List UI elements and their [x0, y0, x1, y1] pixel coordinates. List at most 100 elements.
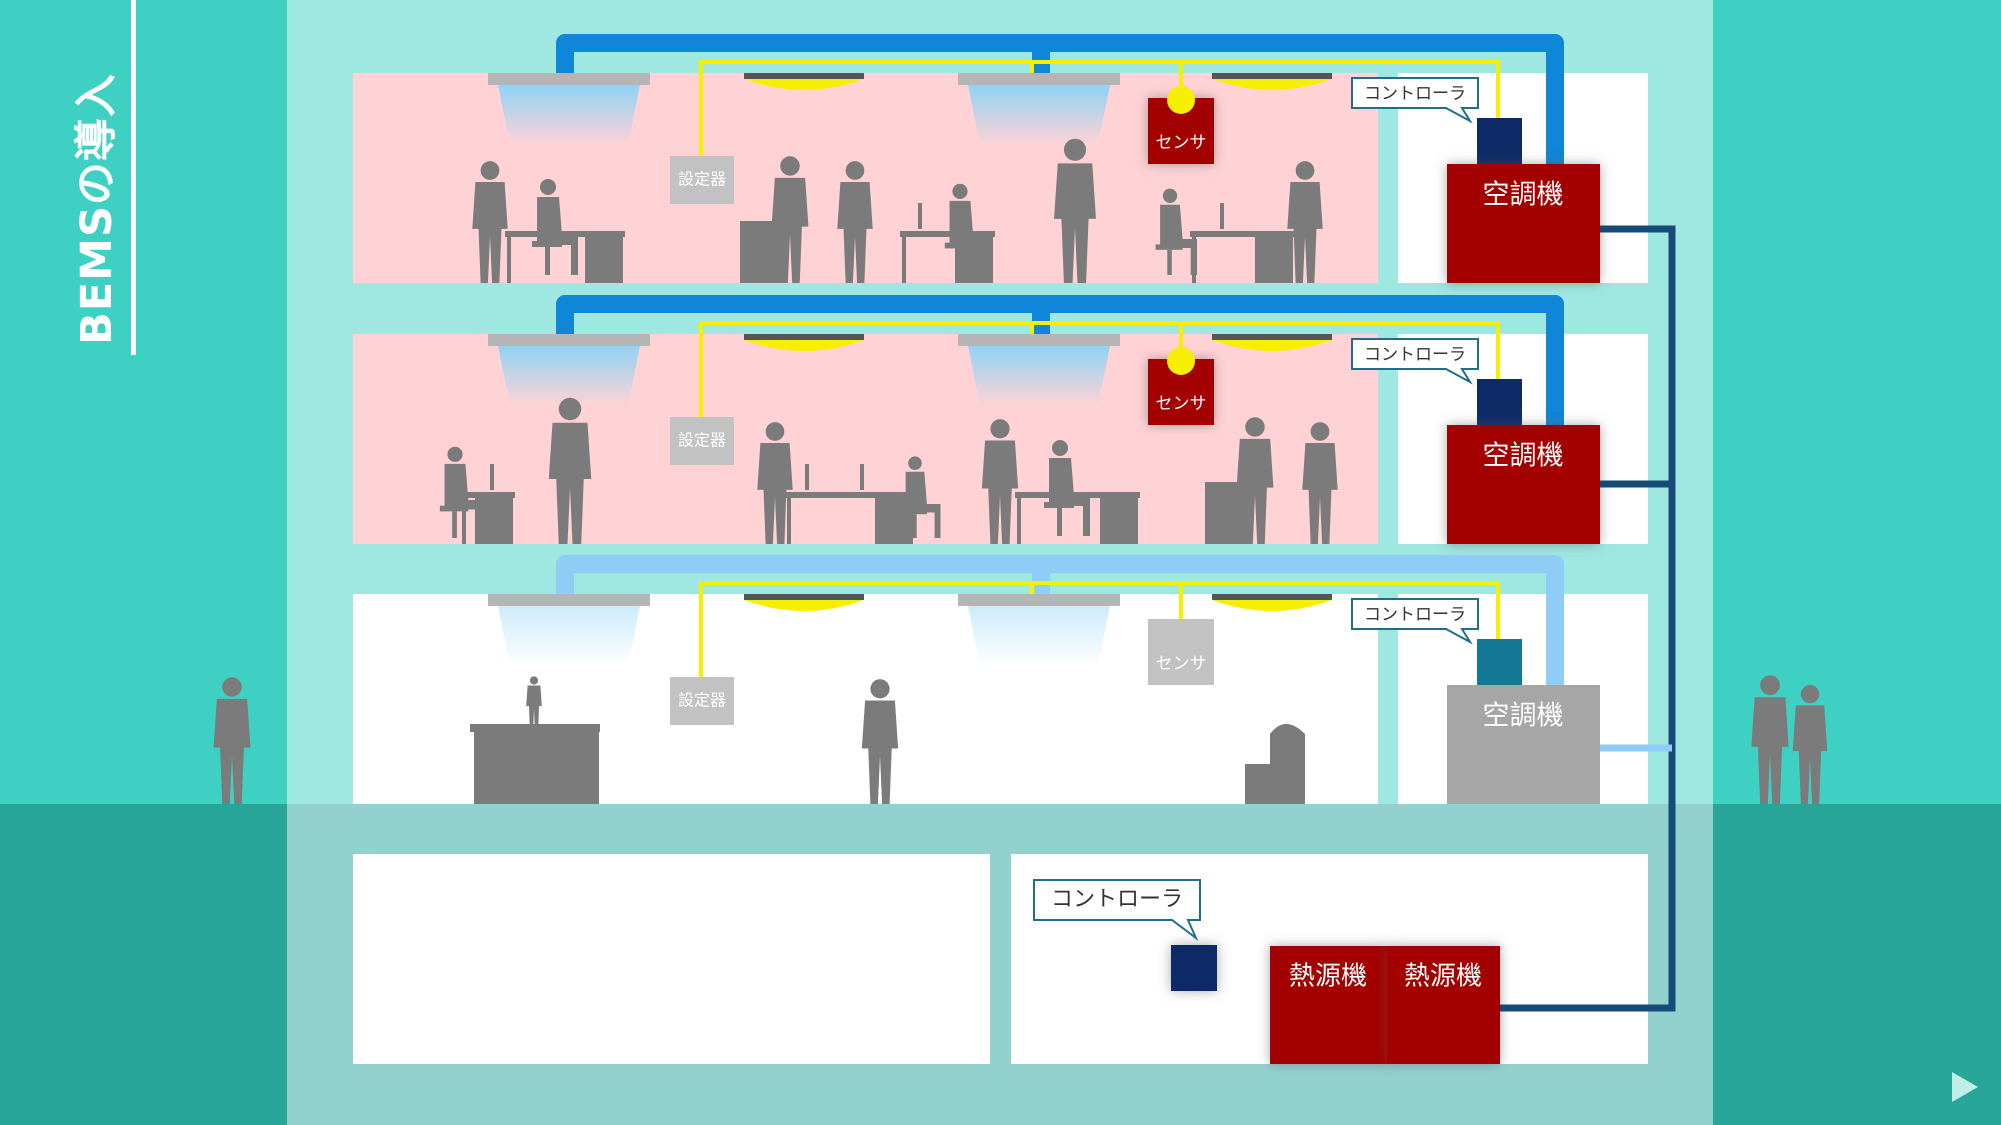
ceiling-light	[1212, 600, 1332, 611]
chair-seat	[1155, 244, 1183, 250]
head	[990, 419, 1010, 439]
desk-silhouette	[505, 231, 625, 283]
airflow	[968, 606, 1110, 666]
airflow	[968, 346, 1110, 406]
heat-pipe	[1500, 225, 1676, 1012]
head	[952, 183, 968, 199]
ceiling-ac-unit	[958, 73, 1120, 85]
air-duct	[556, 295, 1564, 434]
person-silhouette	[1751, 675, 1789, 804]
ceiling-ac-unit	[958, 334, 1120, 346]
monitor-silhouette	[1220, 203, 1224, 229]
setter-device	[670, 417, 734, 465]
person-silhouette	[981, 419, 1019, 544]
chair-leg	[452, 511, 457, 538]
desk-leg	[507, 237, 511, 283]
head	[1162, 188, 1178, 203]
head	[1295, 161, 1315, 180]
cabinet-silhouette	[740, 221, 782, 283]
head	[908, 456, 922, 470]
controller-callout-label: コントローラ	[1364, 345, 1466, 365]
ceiling-light	[1212, 340, 1332, 351]
chair-leg	[957, 248, 962, 275]
ceiling-light-housing	[744, 73, 864, 79]
setter-device	[670, 156, 734, 204]
slide-title: BEMSの導入	[72, 73, 122, 345]
air-conditioner	[1447, 164, 1600, 283]
person-silhouette	[1302, 422, 1338, 544]
basement-room-left	[353, 854, 990, 1064]
desk-leg	[462, 498, 466, 544]
chair-leg	[545, 247, 550, 275]
body	[472, 181, 508, 283]
controller-callout	[1351, 598, 1479, 645]
airflow	[498, 346, 640, 406]
person-silhouette	[526, 676, 542, 730]
person-silhouette	[837, 161, 873, 283]
person-silhouette	[1287, 161, 1323, 283]
head	[447, 446, 463, 462]
desk-top	[785, 492, 915, 498]
monitor-silhouette	[860, 464, 864, 490]
desk-silhouette	[1015, 492, 1140, 544]
person-silhouette	[1792, 685, 1828, 804]
chair-seat	[532, 241, 562, 247]
occupants	[439, 397, 1338, 544]
signal-line	[699, 581, 1500, 692]
body	[1160, 204, 1197, 275]
controller-box	[1477, 118, 1522, 164]
ceiling-light	[1212, 79, 1332, 90]
monitor-silhouette	[918, 203, 922, 229]
desk-silhouette	[460, 492, 515, 544]
body	[949, 200, 989, 275]
air-duct	[556, 34, 1564, 173]
signal-line	[699, 321, 1500, 432]
body	[757, 442, 793, 544]
desk-drawer	[1100, 498, 1138, 544]
airflow	[498, 606, 640, 666]
heat-source-unit	[1270, 946, 1388, 1064]
controller-box	[1477, 379, 1522, 425]
sensor-indicator	[1167, 347, 1195, 375]
controller-callout-label: コントローラ	[1051, 887, 1183, 912]
head	[558, 397, 582, 421]
play-icon[interactable]	[1952, 1072, 1978, 1102]
body	[213, 698, 251, 804]
chair-seat	[1044, 502, 1074, 508]
setter-device	[670, 677, 734, 725]
body	[837, 181, 873, 283]
desk-top	[505, 231, 625, 237]
ceiling-light-housing	[1212, 594, 1332, 600]
person-silhouette	[548, 397, 592, 544]
monitor-silhouette	[490, 464, 494, 490]
body	[1054, 163, 1096, 283]
body	[1751, 697, 1789, 804]
desk-silhouette	[785, 492, 915, 544]
ceiling-light-housing	[1212, 73, 1332, 79]
desk-drawer	[1255, 237, 1293, 283]
air-conditioner	[1447, 685, 1600, 804]
title-bar	[131, 0, 136, 355]
basement: コントローラ熱源機熱源機	[353, 854, 1648, 1064]
head	[780, 156, 800, 176]
head	[1063, 138, 1087, 161]
reception-desk	[474, 730, 599, 804]
seated-person-silhouette	[901, 456, 941, 538]
chair-seat	[901, 509, 927, 515]
controller-box	[1477, 639, 1522, 685]
ceiling-light	[744, 600, 864, 611]
person-silhouette	[757, 422, 793, 544]
body	[1236, 438, 1274, 544]
body	[905, 471, 941, 538]
ceiling-light	[744, 340, 864, 351]
heat-source-label: 熱源機	[1404, 962, 1482, 992]
head	[845, 161, 865, 180]
head	[1052, 440, 1068, 456]
desk-leg	[902, 237, 906, 283]
airflow	[498, 85, 640, 145]
armchair-silhouette	[1245, 724, 1305, 804]
sensor-indicator	[1167, 86, 1195, 114]
